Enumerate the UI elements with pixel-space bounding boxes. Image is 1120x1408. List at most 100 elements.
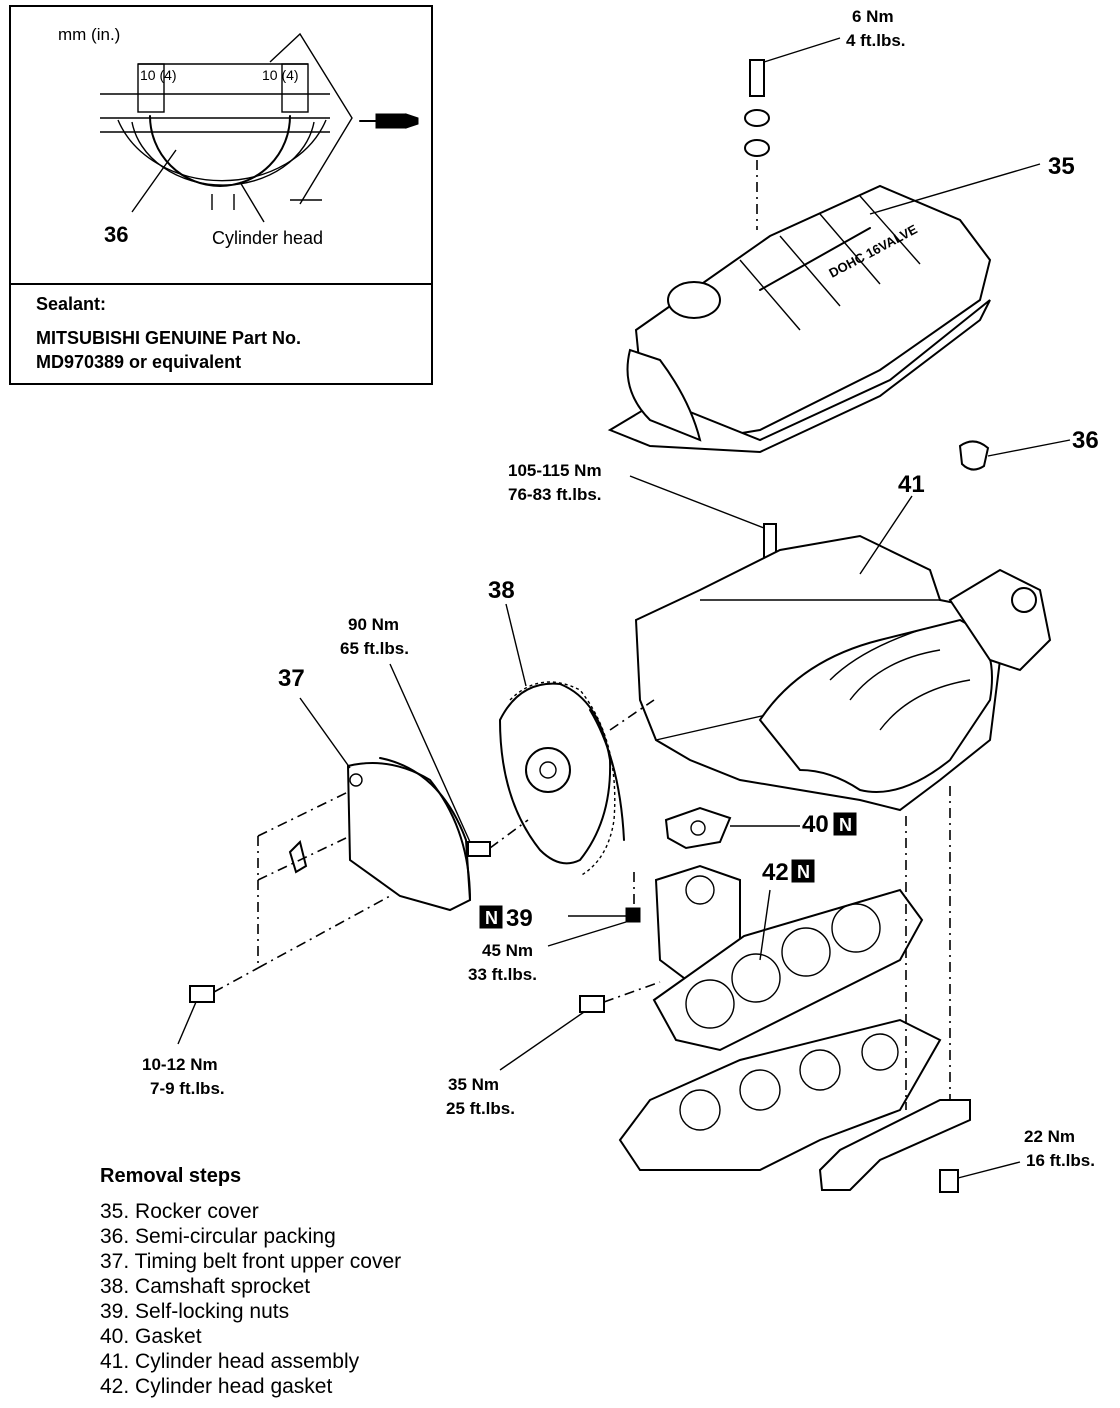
torque-belt-nm: 10-12 Nm: [142, 1055, 218, 1074]
removal-steps-list: Removal steps 35. Rocker cover 36. Semi-…: [100, 1165, 401, 1398]
removal-step: 39. Self-locking nuts: [100, 1300, 289, 1323]
torque-belt-ft: 7-9 ft.lbs.: [150, 1079, 225, 1098]
removal-step: 40. Gasket: [100, 1325, 202, 1348]
removal-heading: Removal steps: [100, 1165, 241, 1187]
inset-part-ref: 36: [104, 222, 128, 247]
removal-step: 37. Timing belt front upper cover: [100, 1250, 401, 1273]
rear-bracket: [818, 786, 1021, 1193]
bracket-torque-leader: [957, 1161, 1021, 1179]
lower-bolt-axis: [603, 981, 661, 1003]
callout-35: 35: [1048, 153, 1075, 180]
inset-frame: [9, 5, 433, 385]
gasket-bore-2: [731, 953, 781, 1003]
removal-step: 41. Cylinder head assembly: [100, 1350, 360, 1373]
belt-cover-axis-top: [257, 791, 349, 837]
belt-cover-bolt-hole: [349, 773, 363, 787]
cylinder-head-gasket-42: [652, 888, 924, 1052]
throttle-port: [1011, 587, 1037, 613]
intake-manifold: [758, 618, 993, 793]
inset-dim-left: 10 (4): [140, 67, 177, 83]
sealant-tube-icon: [359, 113, 419, 129]
inset-outer-arc-2: [131, 121, 315, 186]
inset-units-label: mm (in.): [58, 25, 120, 44]
cover-rib-1: [739, 259, 801, 331]
new-part-badge-39: [479, 905, 503, 929]
new-part-badge-42-text: N: [797, 862, 810, 882]
removal-step: 36. Semi-circular packing: [100, 1225, 336, 1248]
torque-head-ft: 76-83 ft.lbs.: [508, 485, 602, 504]
gasket-40: [664, 806, 800, 850]
removal-step: 38. Camshaft sprocket: [100, 1275, 310, 1298]
cylinder-head-assembly-41: [629, 475, 1052, 812]
sealant-inset: mm (in.) 10 (4) 10 (4) 36 Cylinder head: [9, 5, 433, 385]
bracket-bolt: [939, 1169, 959, 1193]
gasket-bore-3: [781, 927, 831, 977]
manifold-runner-2: [879, 679, 971, 731]
leader-38: [505, 603, 527, 687]
inset-leader-head: [239, 181, 265, 223]
sprocket-center: [539, 761, 557, 779]
head-torque-leader: [629, 475, 765, 529]
packing-piece: [958, 440, 990, 471]
inset-leader-36: [131, 149, 177, 213]
callout-40: 40: [802, 811, 829, 838]
callout-42: 42: [762, 859, 789, 886]
cover-plug-strip: [759, 227, 871, 291]
belt-cover-torque-leader: [177, 1001, 197, 1045]
callout-37: 37: [278, 665, 305, 692]
cover-washer-1: [744, 109, 770, 127]
torque-head-nm: 105-115 Nm: [508, 461, 602, 480]
leader-42: [759, 889, 771, 961]
timing-belt-segment: [589, 709, 625, 841]
torque-lower-nm: 35 Nm: [448, 1075, 499, 1094]
lower-bolt: [579, 995, 605, 1013]
sealant-line-1: MITSUBISHI GENUINE Part No.: [36, 328, 301, 348]
block-bore-1: [679, 1089, 721, 1131]
belt-cover-clip: [288, 840, 308, 874]
sprocket-bolt-axis: [489, 819, 529, 849]
callout-36: 36: [1072, 427, 1099, 454]
inset-outer-arc-1: [117, 119, 327, 182]
belt-cover-seal: [379, 757, 471, 901]
timing-belt-cover-37: [177, 697, 472, 1045]
belt-cover-bolt: [189, 985, 215, 1003]
torque-nut-ft: 33 ft.lbs.: [468, 965, 537, 984]
oil-filler-cap: [667, 281, 721, 319]
leader-36: [987, 439, 1071, 457]
belt-cover-body: [346, 762, 472, 912]
block-bore-4: [861, 1033, 899, 1071]
cover-front-housing: [626, 348, 702, 442]
callout-39: 39: [506, 905, 533, 932]
cover-rib-4: [859, 195, 921, 265]
removal-step: 42. Cylinder head gasket: [100, 1375, 332, 1398]
torque-bracket-nm: 22 Nm: [1024, 1127, 1075, 1146]
torque-sprocket-ft: 65 ft.lbs.: [340, 639, 409, 658]
gasket-bore-4: [831, 903, 881, 953]
cover-bolt: [749, 59, 765, 97]
semi-circular-packing-36: [958, 439, 1071, 471]
cover-rib-2: [779, 235, 841, 307]
torque-cover-ft: 4 ft.lbs.: [846, 31, 906, 50]
torque-nut-nm: 45 Nm: [482, 941, 533, 960]
inset-part-label: Cylinder head: [212, 228, 323, 248]
torque-cover-nm: 6 Nm: [852, 7, 894, 26]
inset-view-outline: [269, 32, 353, 205]
port-opening: [685, 875, 715, 905]
rocker-cover-gasket: [607, 299, 991, 454]
callout-38: 38: [488, 577, 515, 604]
gasket-bore-1: [685, 979, 735, 1029]
sprocket-bolt: [467, 841, 491, 857]
torque-bracket-ft: 16 ft.lbs.: [1026, 1151, 1095, 1170]
camshaft-sprocket-38: [389, 603, 655, 877]
manifold-runner-3: [829, 629, 921, 681]
torque-lower-ft: 25 ft.lbs.: [446, 1099, 515, 1118]
cover-torque-leader: [763, 37, 841, 63]
block-bore-2: [739, 1069, 781, 1111]
sprocket-hub: [525, 747, 571, 793]
sprocket-torque-leader: [389, 663, 471, 843]
gasket-40-shape: [664, 806, 732, 850]
removal-step: 35. Rocker cover: [100, 1200, 259, 1223]
sprocket-teeth: [509, 681, 616, 877]
